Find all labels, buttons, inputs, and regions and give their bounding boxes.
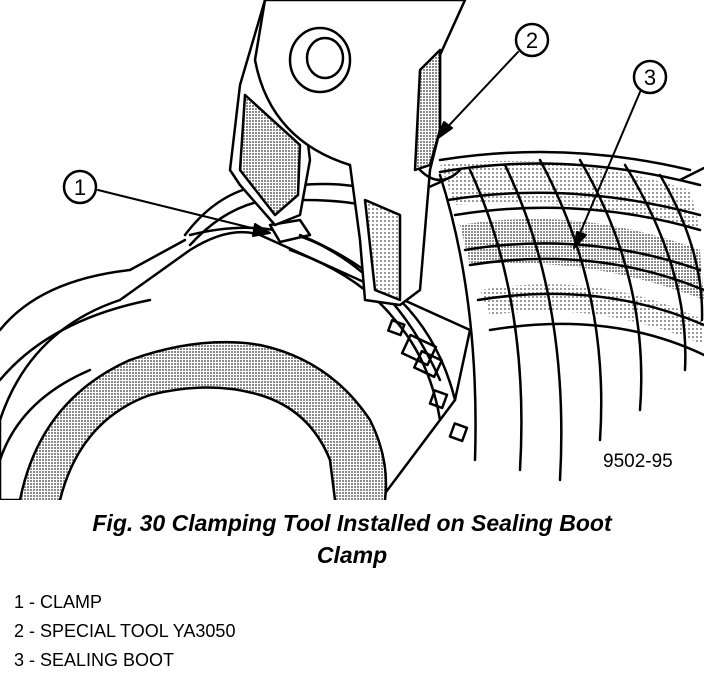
svg-text:1: 1 [74,175,86,200]
leader-lines [97,51,641,249]
svg-text:2: 2 [526,28,538,53]
legend-list: 1 - CLAMP 2 - SPECIAL TOOL YA3050 3 - SE… [14,588,235,675]
callout-1: 1 [62,169,98,205]
caption-line-1: Fig. 30 Clamping Tool Installed on Seali… [92,510,612,536]
callout-2: 2 [514,22,550,58]
figure-code: 9502-95 [603,451,673,472]
sealing-boot-drawing [438,150,704,482]
callout-3: 3 [632,59,668,95]
legend-item-clamp: 1 - CLAMP [14,592,103,612]
special-tool-drawing [228,0,467,307]
legend-item-special-tool: 2 - SPECIAL TOOL YA3050 [14,621,236,641]
caption-line-2: Clamp [316,542,388,568]
figure-illustration: 1 2 3 [0,0,704,500]
svg-text:3: 3 [644,65,656,90]
legend-item-sealing-boot: 3 - SEALING BOOT [14,650,175,670]
figure-caption: Fig. 30 Clamping Tool Installed on Seali… [0,507,704,571]
